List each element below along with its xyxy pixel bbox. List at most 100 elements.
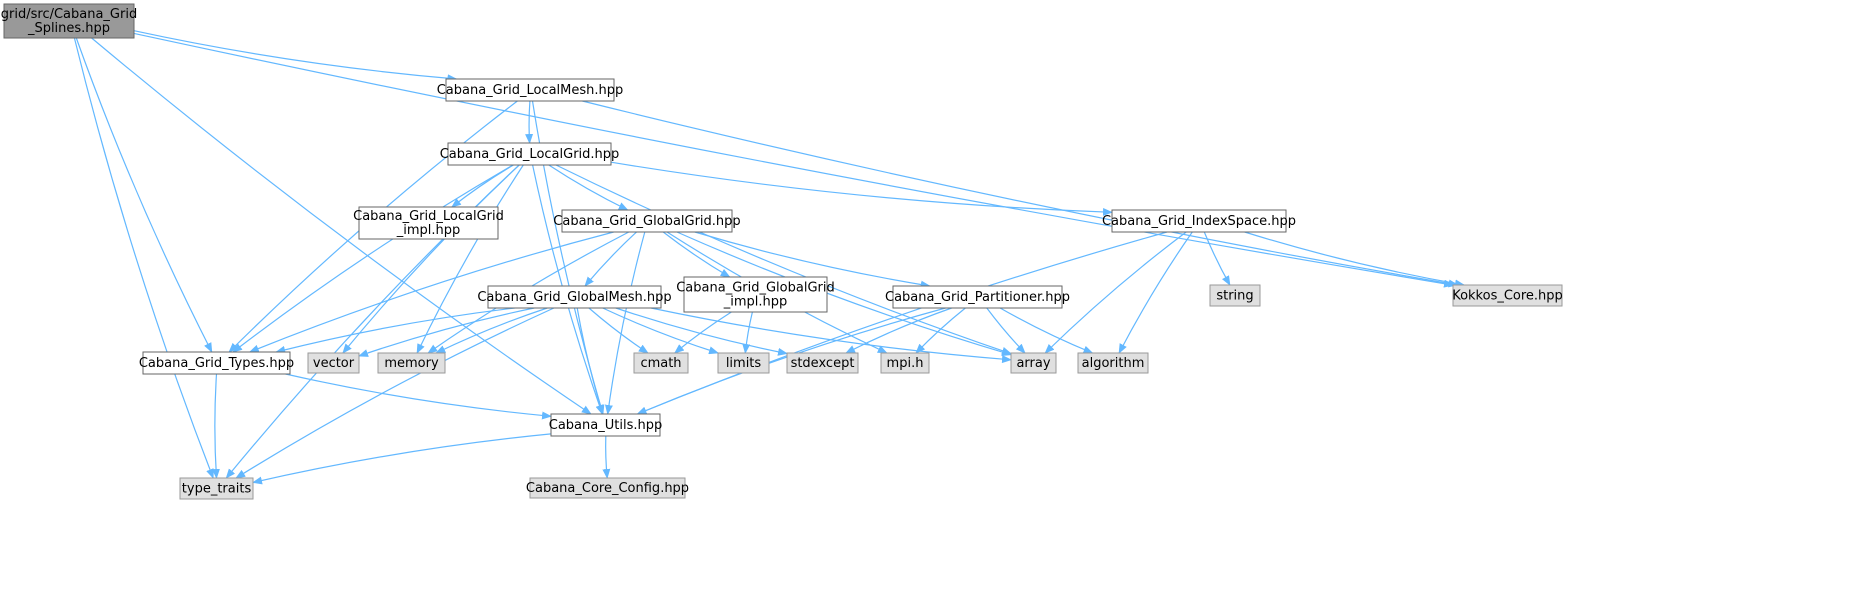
edge-globalgrid-to-partitioner	[694, 231, 931, 289]
edge-globalgrid-to-types	[248, 231, 614, 353]
node-algorithm: algorithm	[1077, 352, 1149, 374]
edge-indexspace-to-kokkos	[1244, 231, 1465, 288]
edge-types-to-utils	[285, 373, 552, 420]
node-stdexcept-label-0: stdexcept	[791, 356, 855, 371]
node-types-label-0: Cabana_Grid_Types.hpp	[139, 356, 294, 371]
node-limits-label-0: limits	[726, 356, 762, 371]
node-vector: vector	[307, 352, 360, 374]
edge-splines-to-kokkos	[133, 32, 1454, 288]
node-stdexcept: stdexcept	[786, 352, 859, 374]
edge-partitioner-to-mpih	[915, 307, 966, 354]
node-string-box	[1209, 284, 1261, 307]
edge-globalmesh-to-types	[275, 307, 515, 354]
node-localgrid_impl-box	[358, 206, 499, 240]
node-mpih-label-0: mpi.h	[887, 356, 924, 371]
node-utils[interactable]: Cabana_Utils.hpp	[549, 413, 662, 437]
node-limits-box	[717, 352, 770, 374]
node-string-label-0: string	[1216, 289, 1253, 304]
node-core_config: Cabana_Core_Config.hpp	[526, 477, 689, 499]
edge-globalmesh-to-cmath	[588, 307, 649, 354]
node-array: array	[1010, 352, 1057, 374]
edge-localgrid-to-memory	[416, 164, 524, 354]
edge-globalgrid-to-array	[676, 231, 1012, 356]
node-indexspace-label-0: Cabana_Grid_IndexSpace.hpp	[1102, 214, 1296, 229]
edge-globalgrid-to-utils	[604, 231, 646, 415]
node-types[interactable]: Cabana_Grid_Types.hpp	[139, 351, 294, 375]
node-utils-box	[550, 413, 661, 437]
node-indexspace-box	[1111, 209, 1287, 233]
nodes-layer: grid/src/Cabana_Grid_Splines.hppCabana_G…	[1, 3, 1563, 500]
node-cmath-box	[633, 352, 689, 374]
node-cmath-label-0: cmath	[640, 356, 681, 371]
edge-localgrid-to-globalgrid	[548, 164, 629, 211]
node-mpih-box	[880, 352, 930, 374]
edge-globalgrid-to-globalgrid_impl	[662, 231, 731, 278]
node-algorithm-box	[1077, 352, 1149, 374]
node-splines[interactable]: grid/src/Cabana_Grid_Splines.hpp	[1, 3, 137, 39]
node-limits: limits	[717, 352, 770, 374]
edge-globalmesh-to-stdexcept	[615, 307, 788, 356]
node-localgrid[interactable]: Cabana_Grid_LocalGrid.hpp	[440, 142, 620, 166]
edge-splines-to-type_traits	[73, 37, 214, 479]
edge-localgrid-to-array	[555, 164, 1012, 355]
node-array-label-0: array	[1016, 356, 1050, 371]
edge-indexspace-to-string	[1203, 231, 1231, 286]
node-localgrid-label-0: Cabana_Grid_LocalGrid.hpp	[440, 147, 620, 162]
node-splines-label-1: _Splines.hpp	[27, 21, 110, 36]
edges-layer	[73, 30, 1465, 485]
edge-globalmesh-to-vector	[358, 307, 535, 357]
edge-splines-to-types	[75, 37, 213, 353]
node-partitioner-label-0: Cabana_Grid_Partitioner.hpp	[885, 290, 1070, 305]
edge-globalmesh-to-type_traits	[235, 307, 555, 479]
edge-indexspace-to-algorithm	[1118, 231, 1193, 354]
edge-partitioner-to-algorithm	[999, 307, 1094, 354]
node-localgrid_impl[interactable]: Cabana_Grid_LocalGrid_impl.hpp	[353, 206, 504, 240]
node-globalmesh[interactable]: Cabana_Grid_GlobalMesh.hpp	[477, 285, 672, 309]
node-localmesh[interactable]: Cabana_Grid_LocalMesh.hpp	[437, 78, 624, 102]
node-kokkos: Kokkos_Core.hpp	[1452, 284, 1563, 307]
edge-indexspace-to-array	[1044, 231, 1187, 354]
edge-partitioner-to-stdexcept	[845, 307, 952, 354]
node-indexspace[interactable]: Cabana_Grid_IndexSpace.hpp	[1102, 209, 1296, 233]
node-memory-label-0: memory	[384, 356, 439, 371]
node-utils-label-0: Cabana_Utils.hpp	[549, 418, 662, 433]
edge-splines-to-localmesh	[133, 30, 458, 83]
edge-globalgrid_impl-to-limits	[742, 311, 753, 354]
node-globalmesh-label-0: Cabana_Grid_GlobalMesh.hpp	[477, 290, 671, 305]
edge-globalmesh-to-array	[650, 307, 1012, 364]
edge-globalmesh-to-limits	[602, 307, 719, 355]
edge-utils-to-core_config	[602, 435, 611, 479]
edge-globalmesh-to-memory	[435, 307, 548, 354]
node-partitioner[interactable]: Cabana_Grid_Partitioner.hpp	[885, 285, 1070, 309]
node-core_config-label-0: Cabana_Core_Config.hpp	[526, 481, 689, 496]
node-memory-box	[377, 352, 446, 374]
edge-globalgrid-to-globalmesh	[584, 231, 637, 287]
node-globalgrid_impl-box	[683, 276, 828, 313]
node-localmesh-box	[445, 78, 615, 102]
node-globalgrid[interactable]: Cabana_Grid_GlobalGrid.hpp	[553, 209, 741, 233]
node-splines-box	[3, 3, 135, 39]
node-localmesh-label-0: Cabana_Grid_LocalMesh.hpp	[437, 83, 624, 98]
node-vector-label-0: vector	[313, 356, 355, 371]
node-vector-box	[307, 352, 360, 374]
node-type_traits-label-0: type_traits	[182, 482, 252, 497]
node-core_config-box	[529, 477, 686, 499]
node-type_traits-box	[179, 477, 254, 500]
node-localgrid-box	[447, 142, 612, 166]
node-partitioner-box	[892, 285, 1063, 309]
edge-localmesh-to-localgrid	[525, 100, 534, 144]
edge-localgrid-to-types	[232, 164, 514, 353]
edge-globalgrid_impl-to-cmath	[674, 311, 732, 354]
node-localgrid_impl-label-0: Cabana_Grid_LocalGrid	[353, 209, 504, 224]
node-kokkos-box	[1452, 284, 1563, 307]
edge-partitioner-to-array	[986, 307, 1026, 354]
node-globalmesh-box	[487, 285, 662, 309]
node-globalgrid_impl[interactable]: Cabana_Grid_GlobalGrid_impl.hpp	[676, 276, 835, 313]
node-mpih: mpi.h	[880, 352, 930, 374]
node-splines-label-0: grid/src/Cabana_Grid	[1, 7, 137, 22]
node-type_traits: type_traits	[179, 477, 254, 500]
edge-localgrid-to-type_traits	[225, 164, 520, 479]
node-types-box	[142, 351, 291, 375]
node-cmath: cmath	[633, 352, 689, 374]
